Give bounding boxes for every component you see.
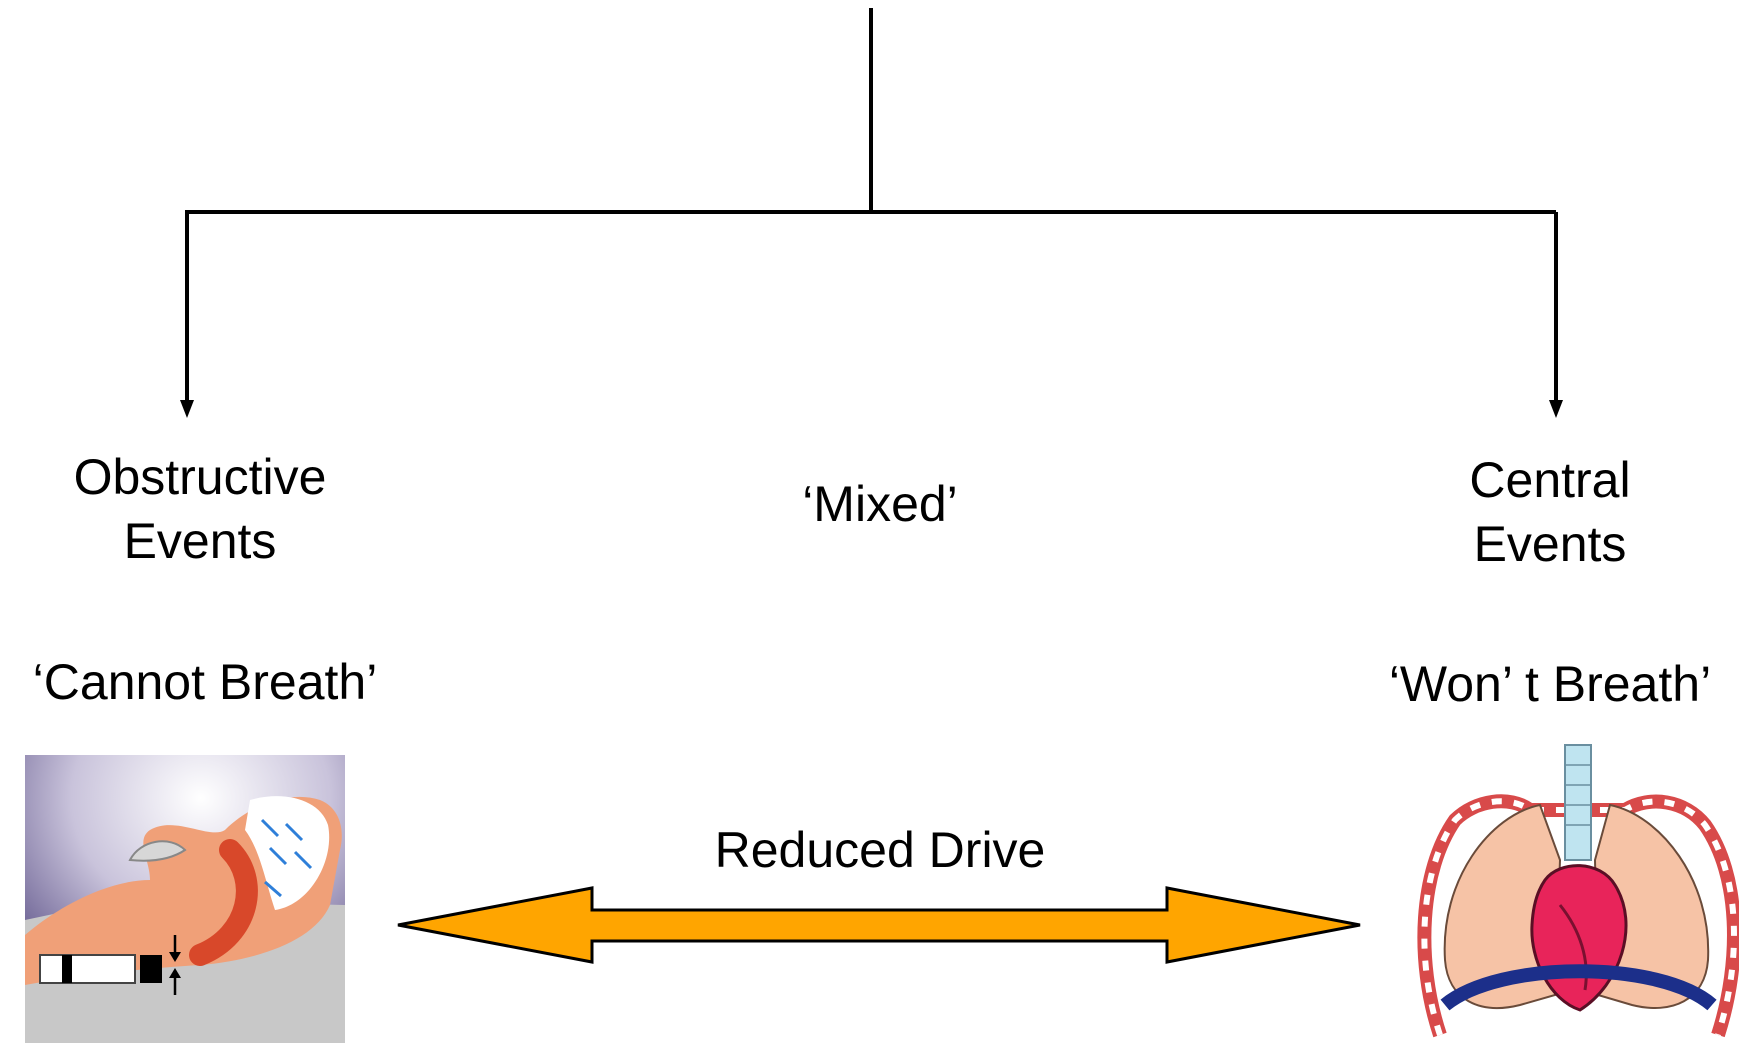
obstructive-events-line2: Events: [123, 513, 277, 569]
wont-breath-label: ‘Won’ t Breath’: [1388, 656, 1712, 712]
obstructive-events-label: Obstructive Events: [40, 445, 360, 573]
mixed-label: ‘Mixed’: [802, 476, 958, 532]
central-events-line1: Central: [1469, 452, 1631, 508]
reduced-drive-double-arrow: [397, 886, 1361, 964]
obstructive-apnea-illustration: [25, 755, 345, 1043]
central-events-line2: Events: [1473, 516, 1627, 572]
obstructive-events-line1: Obstructive: [73, 449, 327, 505]
cannot-breath-label: ‘Cannot Breath’: [32, 654, 378, 710]
central-apnea-illustration: [1417, 744, 1739, 1038]
right-arrowhead: [1549, 400, 1563, 418]
left-arrowhead: [180, 400, 194, 418]
central-events-label: Central Events: [1420, 448, 1680, 576]
tree-connector: [185, 8, 1558, 400]
reduced-drive-label: Reduced Drive: [714, 822, 1046, 878]
